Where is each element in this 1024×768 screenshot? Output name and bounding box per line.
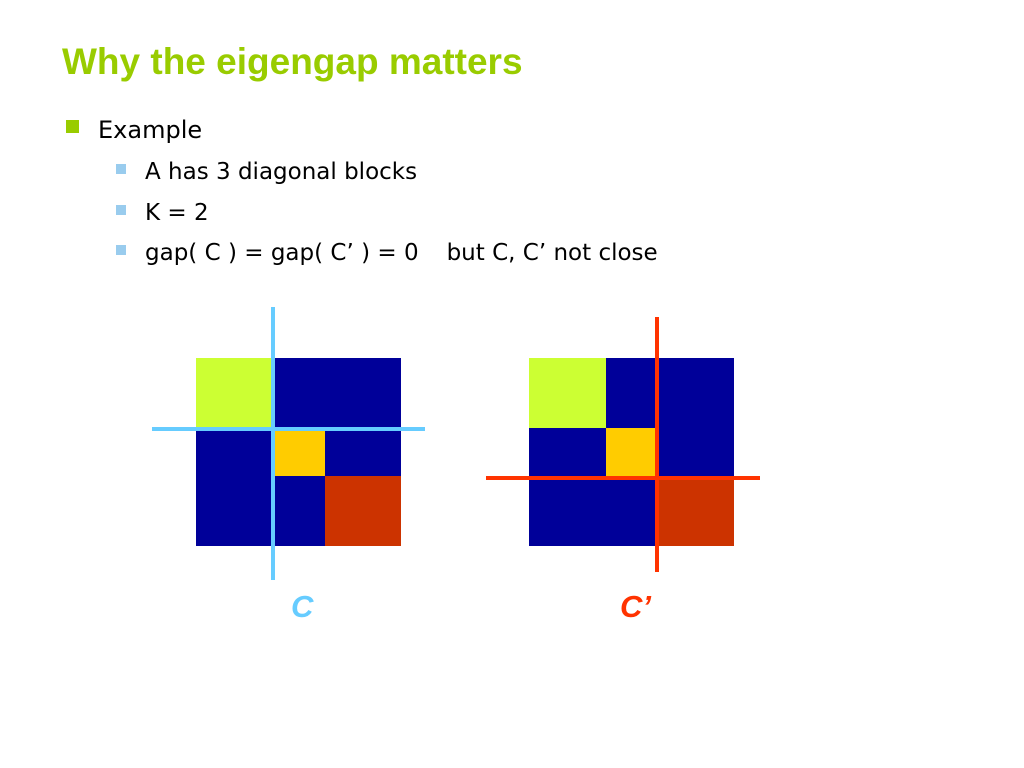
matrix-c-prime-block-2 — [606, 428, 657, 476]
matrix-symbol-a: A — [145, 159, 161, 185]
sub-bullet-blocks: A has 3 diagonal blocks — [116, 157, 417, 187]
sub-bullet-gap: gap( C ) = gap( C’ ) = 0 but C, C’ not c… — [116, 238, 658, 268]
but-word: but — [446, 240, 493, 266]
blocks-description: has 3 diagonal blocks — [160, 159, 418, 185]
bullet-example: Example — [66, 114, 202, 146]
matrix-c-prime-block-1 — [529, 358, 606, 428]
square-bullet-icon — [66, 119, 79, 133]
caption-c: C — [291, 589, 314, 624]
matrix-c — [152, 307, 425, 580]
square-sub-bullet-icon — [116, 164, 126, 174]
sub-bullet-k: K = 2 — [116, 198, 209, 228]
square-sub-bullet-icon — [116, 205, 126, 215]
not-close-text: not close — [546, 240, 658, 266]
square-sub-bullet-icon — [116, 245, 126, 255]
caption-c-prime: C’ — [620, 589, 651, 624]
matrix-c-block-3 — [325, 476, 401, 546]
k-equation: K = 2 — [145, 200, 209, 226]
matrix-c-prime — [486, 317, 760, 572]
matrix-c-block-2 — [274, 428, 325, 476]
gap-equation: gap( C ) = gap( C’ ) = 0 — [145, 240, 419, 266]
matrix-c-prime-block-3 — [657, 476, 734, 546]
matrix-c-block-1 — [196, 358, 274, 428]
bullet-example-text: Example — [98, 116, 203, 144]
clusterings-symbols: C, C’ — [492, 240, 547, 266]
slide-title: Why the eigengap matters — [62, 41, 523, 82]
